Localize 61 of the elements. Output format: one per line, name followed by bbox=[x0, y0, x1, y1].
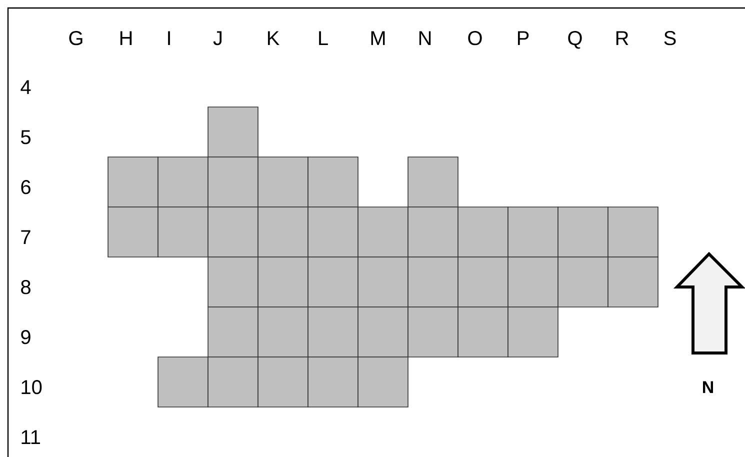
map-cell bbox=[408, 156, 458, 208]
column-letter: L bbox=[319, 31, 328, 45]
column-letter: M bbox=[371, 31, 385, 45]
map-cell bbox=[408, 256, 458, 308]
map-cell bbox=[258, 256, 308, 308]
row-number: 7 bbox=[21, 230, 30, 244]
column-letter: Q bbox=[568, 31, 582, 49]
map-cell bbox=[208, 206, 258, 258]
map-cell bbox=[408, 206, 458, 258]
map-cell bbox=[208, 256, 258, 308]
map-cell bbox=[208, 156, 258, 208]
map-cell bbox=[558, 256, 608, 308]
column-letter: P bbox=[518, 31, 529, 45]
map-cell bbox=[158, 356, 208, 408]
map-cell bbox=[208, 106, 258, 158]
column-letter: H bbox=[120, 31, 132, 45]
map-cell bbox=[308, 206, 358, 258]
map-cell bbox=[358, 356, 408, 408]
row-number: 5 bbox=[21, 130, 30, 144]
map-cell bbox=[208, 306, 258, 358]
column-letter: I bbox=[168, 31, 170, 45]
map-cell bbox=[608, 206, 658, 258]
map-cell bbox=[108, 206, 158, 258]
map-cell bbox=[258, 356, 308, 408]
map-cell bbox=[508, 206, 558, 258]
north-label: N bbox=[703, 381, 713, 393]
map-cell bbox=[308, 356, 358, 408]
row-number: 4 bbox=[20, 80, 31, 94]
row-number: 8 bbox=[21, 280, 30, 294]
map-cell bbox=[558, 206, 608, 258]
map-cell bbox=[258, 206, 308, 258]
map-cell bbox=[208, 356, 258, 408]
map-cell bbox=[308, 306, 358, 358]
map-cell bbox=[308, 156, 358, 208]
map-cell bbox=[508, 256, 558, 308]
row-number: 11 bbox=[22, 430, 40, 444]
row-number: 9 bbox=[21, 330, 30, 344]
map-cell bbox=[308, 256, 358, 308]
column-letter: N bbox=[419, 31, 431, 45]
row-number: 10 bbox=[22, 380, 42, 394]
map-cell bbox=[508, 306, 558, 358]
column-letter: J bbox=[213, 31, 222, 46]
column-letter: S bbox=[664, 31, 676, 46]
row-number: 6 bbox=[21, 180, 30, 194]
map-cell bbox=[458, 306, 508, 358]
map-cell bbox=[608, 256, 658, 308]
map-cell bbox=[358, 306, 408, 358]
map-cell bbox=[358, 206, 408, 258]
map-cell bbox=[258, 306, 308, 358]
column-letter: K bbox=[268, 31, 280, 45]
map-cell bbox=[108, 156, 158, 208]
map-cell bbox=[458, 256, 508, 308]
column-letter: O bbox=[468, 31, 482, 46]
map-cell bbox=[158, 156, 208, 208]
column-letter: G bbox=[69, 31, 82, 46]
map-cell bbox=[258, 156, 308, 208]
map-cell bbox=[158, 206, 208, 258]
map-cell bbox=[358, 256, 408, 308]
map-cell bbox=[408, 306, 458, 358]
column-letter: R bbox=[616, 31, 628, 45]
map-cell bbox=[458, 206, 508, 258]
